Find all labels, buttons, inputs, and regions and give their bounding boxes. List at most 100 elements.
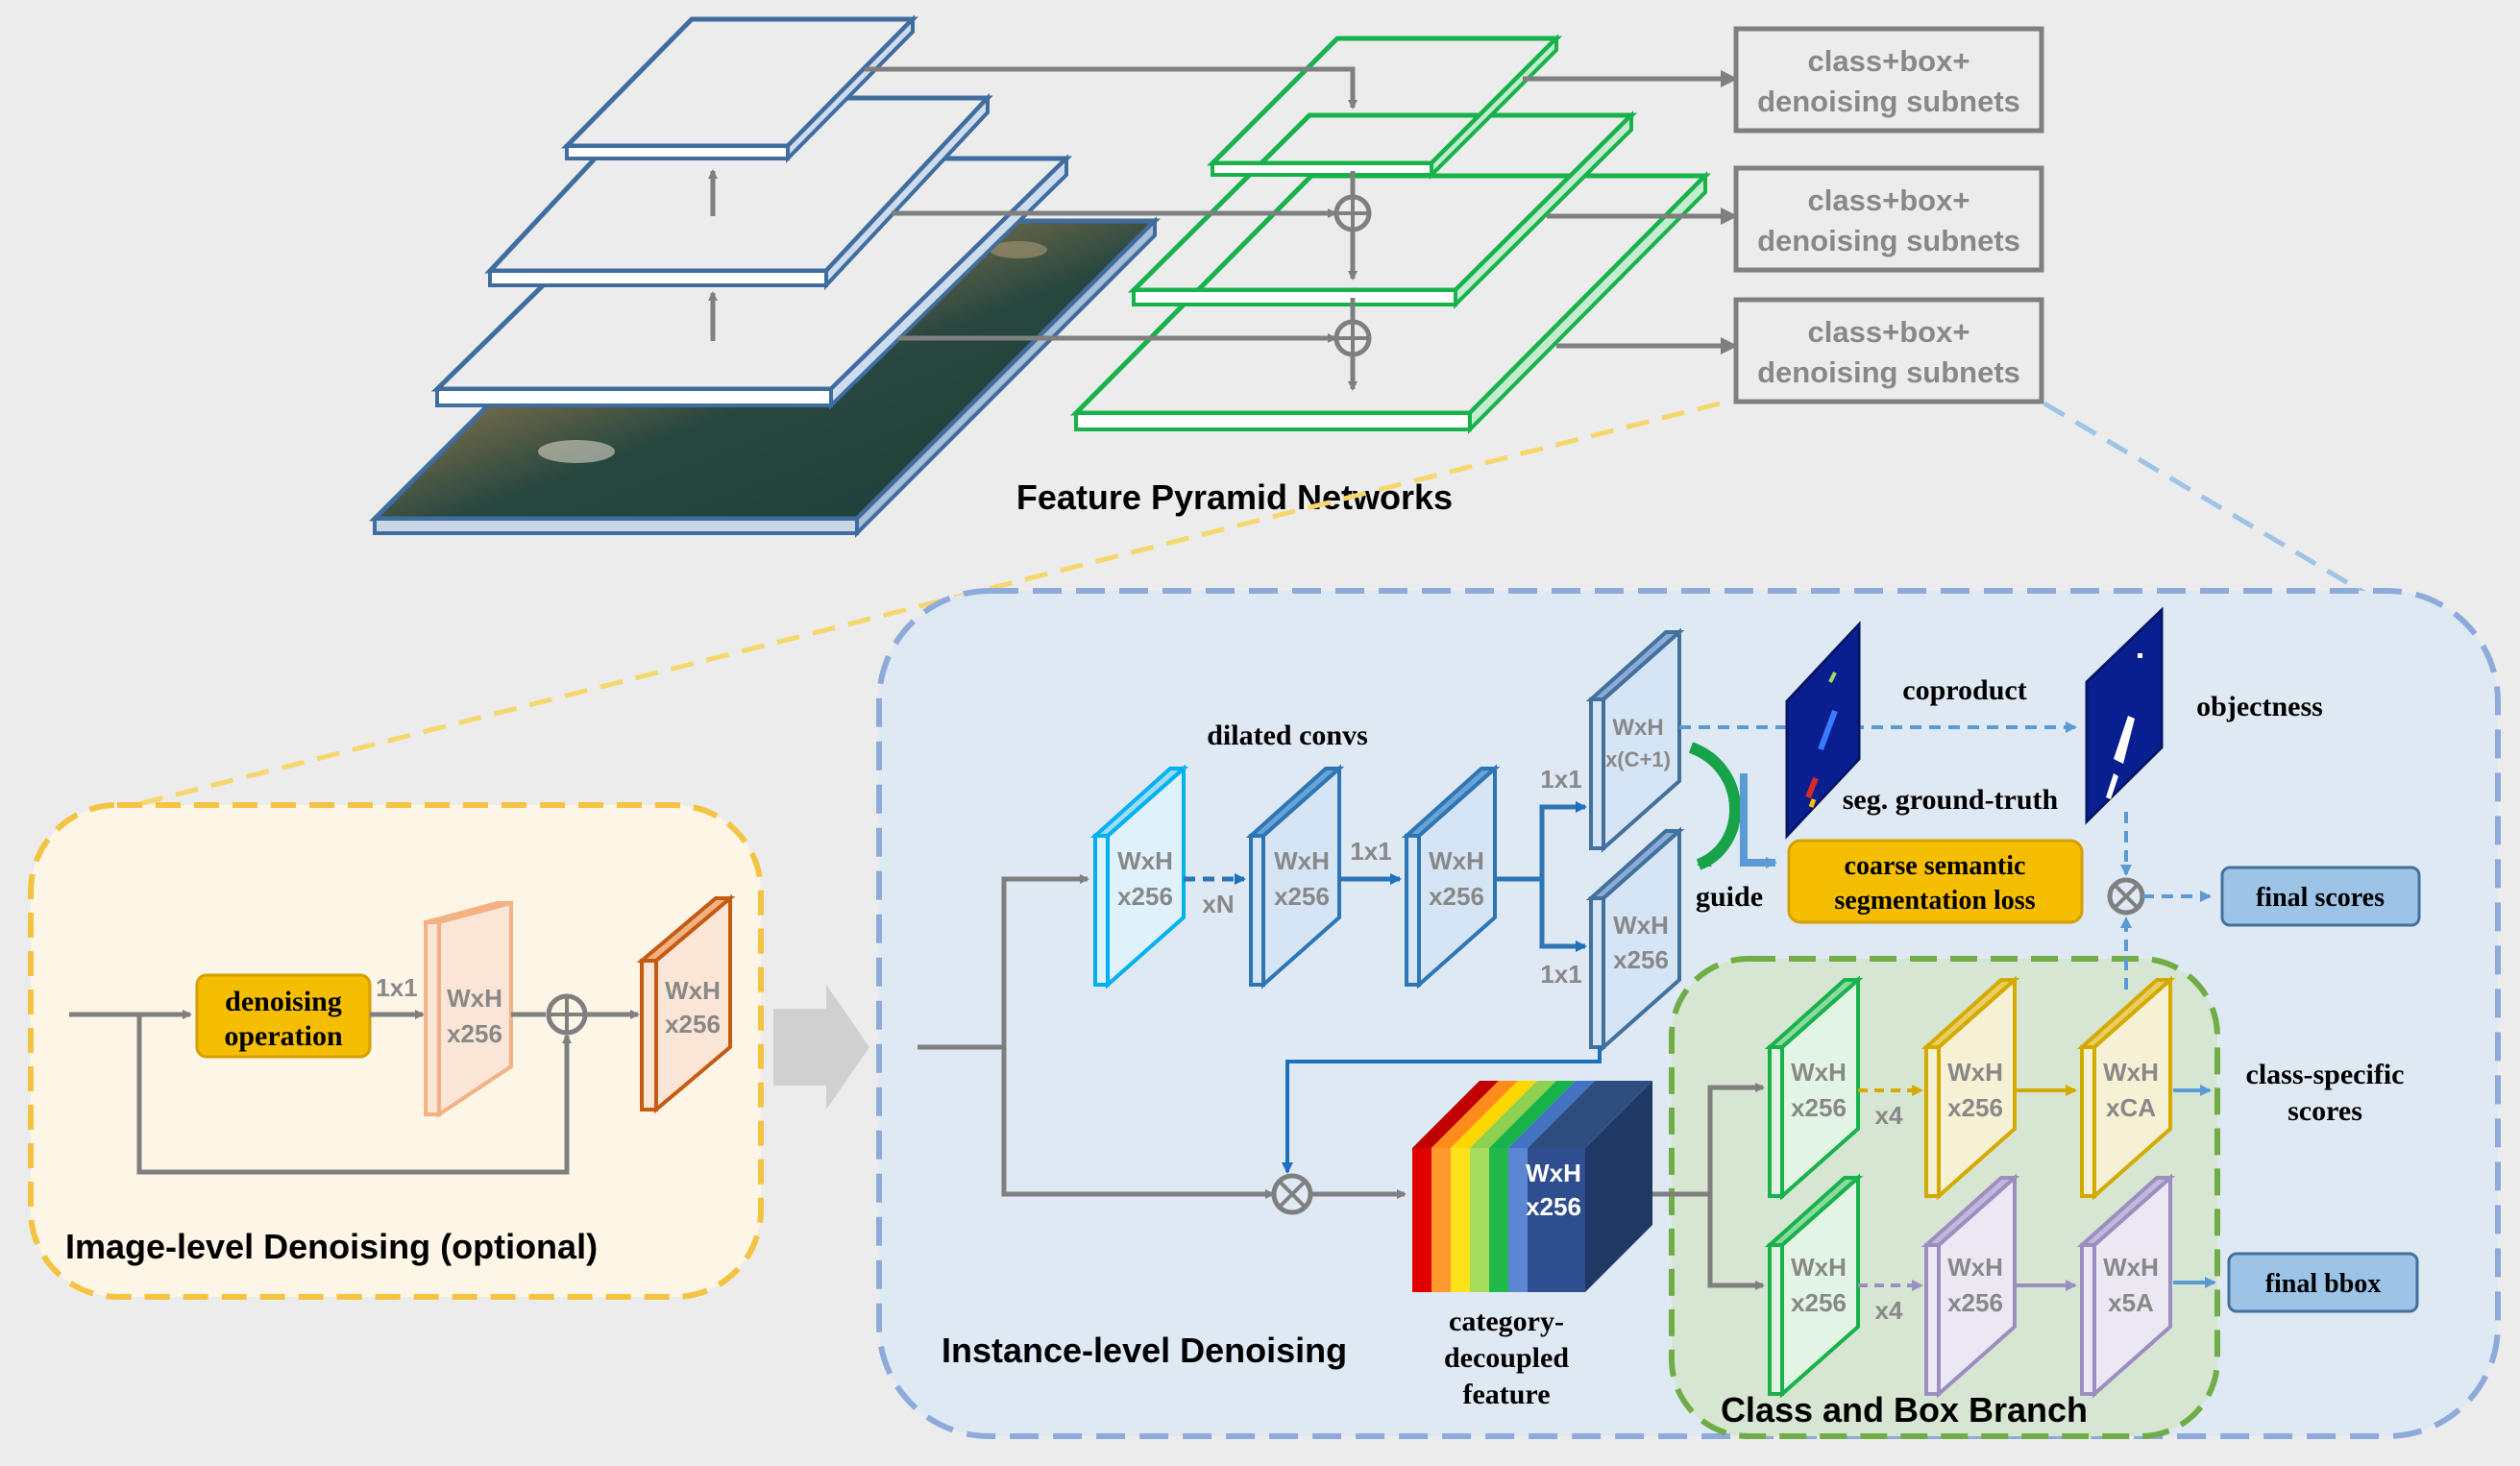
block-wh: WxH [1791, 1253, 1847, 1282]
block-wh: WxH [2103, 1058, 2159, 1087]
green-level-1 [1206, 34, 1563, 180]
dilated-block-2: WxH x256 [1245, 764, 1345, 990]
block-wh: WxH [1613, 911, 1669, 940]
xN-label: xN [1202, 890, 1234, 918]
cube-wh: WxH [1526, 1159, 1581, 1187]
block-wh: WxH [1274, 846, 1330, 875]
denoising-operation-box: denoising operation [195, 973, 372, 1059]
block-wh: WxH [1612, 715, 1663, 741]
dilated-block-1: WxH x256 [1089, 764, 1189, 990]
block-channels: x256 [665, 1010, 721, 1038]
class-block-1: WxH x256 [1764, 975, 1864, 1201]
final-bbox-label: final bbox [2265, 1269, 2382, 1299]
loss-line1: coarse semantic [1845, 851, 2026, 881]
instance-level-title: Instance-level Denoising [942, 1331, 1347, 1370]
conv-1x1-label: 1x1 [1540, 765, 1581, 794]
feature-block-light-orange: WxH x256 [424, 900, 513, 1118]
class-scores-line1: class-specific [2246, 1059, 2405, 1090]
coproduct-label: coproduct [1902, 674, 2026, 706]
block-channels: x256 [1947, 1288, 2003, 1317]
sum-icon [546, 993, 588, 1036]
to-class-branch [1707, 1083, 1765, 1194]
seg-gt-label: seg. ground-truth [1843, 784, 2059, 816]
class-box-branch-title: Class and Box Branch [1721, 1390, 2088, 1429]
lateral-arrow [865, 66, 1358, 110]
cube-channels: x256 [1526, 1192, 1581, 1221]
class-scores-line2: scores [2288, 1095, 2362, 1127]
block-wh: WxH [447, 984, 502, 1013]
conv-1x1-label: 1x1 [1540, 960, 1581, 989]
block-wh: WxH [1947, 1058, 2003, 1087]
box-block-3: WxH x5A [2076, 1173, 2176, 1399]
loss-box: coarse semantic segmentation loss [1787, 839, 2084, 924]
split-down-arrow [1539, 879, 1587, 952]
image-level-panel: denoising operation 1x1 WxH x256 WxH x25… [28, 802, 764, 1300]
fpn-section: class+box+ denoising subnets class+box+ … [368, 14, 2044, 538]
cat-feature-line1: category- [1449, 1306, 1564, 1337]
category-decoupled-cube: WxH x256 [1412, 1081, 1652, 1292]
block-wh: WxH [665, 976, 721, 1005]
dilated-convs-label: dilated convs [1207, 720, 1368, 751]
subnet-label-line2: denoising subnets [1757, 355, 2020, 389]
block-channels: x256 [1117, 882, 1173, 911]
guide-label: guide [1696, 881, 1763, 913]
block-channels: x256 [447, 1019, 502, 1048]
box-block-1: WxH x256 [1764, 1173, 1864, 1399]
sum-icon [1333, 319, 1372, 357]
final-scores-box: final scores [2220, 866, 2421, 927]
fpn-title: Feature Pyramid Networks [1016, 477, 1453, 517]
chevron-arrow-icon [773, 985, 869, 1110]
green-level-2 [1127, 110, 1638, 309]
multiply-icon [2107, 877, 2145, 916]
block-channels: xCA [2106, 1093, 2156, 1122]
zoom-line-blue [2043, 401, 2404, 618]
block-wh: WxH [2103, 1253, 2159, 1282]
cat-feature-line2: decoupled [1444, 1342, 1569, 1374]
denoising-op-line1: denoising [225, 986, 342, 1017]
objectness-label: objectness [2196, 691, 2323, 722]
upper-path [1001, 874, 1089, 1047]
image-level-title: Image-level Denoising (optional) [65, 1227, 598, 1266]
block-wh: WxH [1429, 846, 1484, 875]
subnet-label-line1: class+box+ [1808, 44, 1970, 78]
block-wh: WxH [1947, 1253, 2003, 1282]
denoising-op-line2: operation [224, 1020, 343, 1052]
zoom-line-yellow [134, 401, 1721, 808]
x4-label: x4 [1875, 1296, 1903, 1325]
feature-block-lower: WxH x256 [1585, 826, 1685, 1052]
block-channels: x256 [1947, 1093, 2003, 1122]
class-block-3: WxH xCA [2076, 975, 2176, 1201]
x4-label: x4 [1875, 1101, 1903, 1130]
block-channels: x256 [1274, 882, 1330, 911]
pyramid-level-1 [561, 14, 918, 163]
subnet-label-line2: denoising subnets [1757, 85, 2020, 118]
lower-path [1001, 1047, 1275, 1199]
objectness-map [2085, 606, 2164, 825]
block-channels: x5A [2108, 1288, 2154, 1317]
subnet-box-3: class+box+ denoising subnets [1733, 297, 2044, 404]
subnet-label-line2: denoising subnets [1757, 224, 2020, 257]
split-up-arrow [1539, 801, 1587, 879]
seg-ground-truth-map [1785, 621, 1861, 840]
loss-line2: segmentation loss [1834, 886, 2035, 916]
instance-level-panel: WxH x256 xN WxH x256 1x1 dilated convs W… [876, 588, 2501, 1439]
subnet-label-line1: class+box+ [1808, 183, 1970, 217]
multiply-icon [1271, 1173, 1313, 1215]
skip-connection [136, 1014, 572, 1175]
block-channels: x256 [1613, 945, 1669, 974]
block-wh: WxH [1117, 846, 1173, 875]
final-bbox-box: final bbox [2227, 1252, 2419, 1313]
green-level-3 [1069, 171, 1712, 434]
feature-block-dark-orange: WxH x256 [636, 893, 736, 1114]
loss-arrow [1740, 773, 1777, 868]
final-scores-label: final scores [2256, 883, 2385, 913]
dilated-block-3: WxH x256 [1401, 764, 1501, 990]
sum-icon [1333, 194, 1372, 232]
block-channels: x(C+1) [1605, 747, 1671, 771]
cat-feature-line3: feature [1462, 1379, 1550, 1410]
conv-1x1-label: 1x1 [376, 973, 417, 1002]
conv-1x1-label: 1x1 [1350, 837, 1391, 866]
to-box-branch [1707, 1194, 1765, 1290]
subnet-box-1: class+box+ denoising subnets [1733, 26, 2044, 134]
